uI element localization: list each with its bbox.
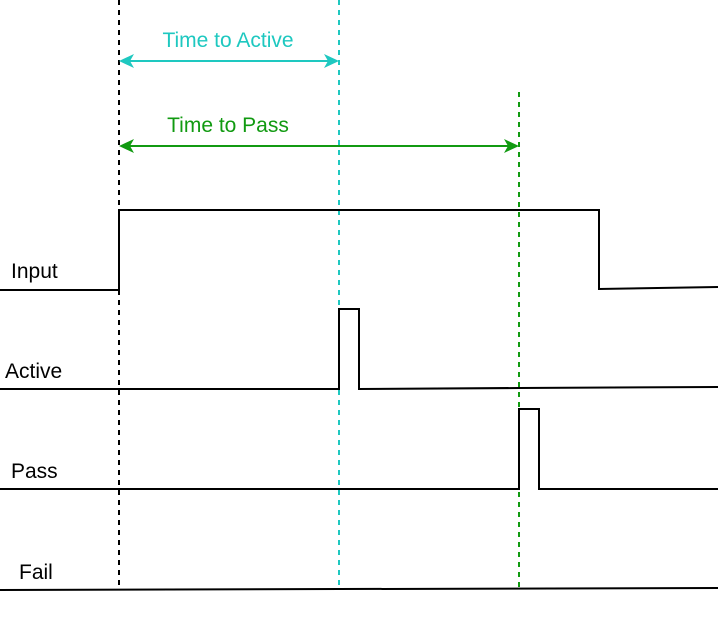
time-to-pass-label: Time to Pass — [167, 114, 289, 137]
fail-signal-trace — [0, 587, 718, 591]
pass-signal-trace — [0, 408, 718, 490]
input-signal-trace — [0, 209, 718, 291]
fail-signal-label: Fail — [19, 561, 53, 584]
time-to-active-label: Time to Active — [162, 29, 293, 52]
time-to-active-right-arrowhead — [324, 54, 339, 68]
pass-signal-label: Pass — [11, 460, 58, 483]
time-to-pass-dimension: Time to Pass — [119, 114, 519, 153]
time-to-active-dimension: Time to Active — [119, 29, 339, 68]
input-signal-label: Input — [11, 260, 58, 283]
time-to-pass-left-arrowhead — [119, 139, 134, 153]
pass-signal: Pass — [0, 408, 718, 490]
fail-signal: Fail — [0, 561, 718, 591]
input-signal: Input — [0, 209, 718, 291]
time-to-pass-right-arrowhead — [504, 139, 519, 153]
active-signal-label: Active — [5, 360, 62, 383]
time-to-active-left-arrowhead — [119, 54, 134, 68]
active-signal-trace — [0, 308, 718, 391]
active-signal: Active — [0, 308, 718, 391]
